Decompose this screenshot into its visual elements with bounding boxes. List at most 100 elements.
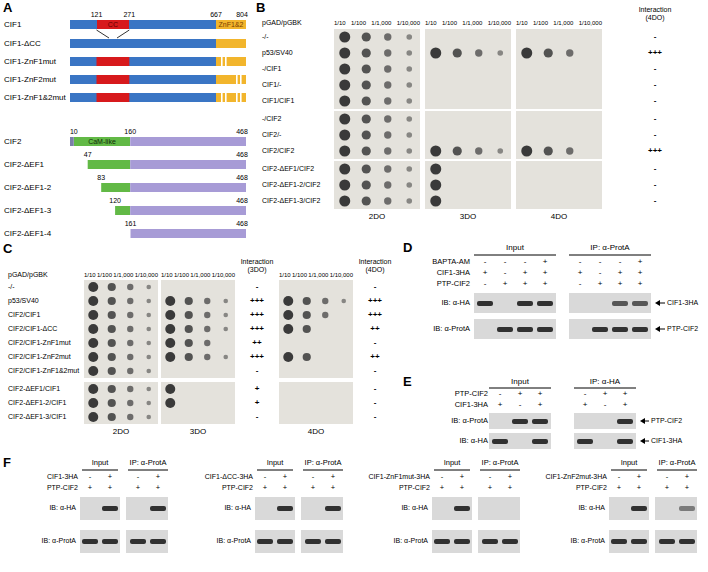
dilution-label: 1/10	[279, 272, 291, 279]
immunoblot-label: IB: α-HA	[578, 504, 605, 512]
interaction-score: -	[654, 96, 657, 105]
treatment-sign: +	[685, 473, 689, 482]
yeast-spot	[127, 368, 133, 374]
protein-band	[102, 539, 118, 544]
lane-group-bar	[303, 470, 343, 471]
immunoblot-label: IB: α-ProtA	[42, 537, 76, 545]
residue-number: 121	[91, 11, 103, 19]
treatment-sign: +	[603, 389, 608, 398]
treatment-sign: -	[504, 268, 507, 277]
protein-band	[492, 439, 508, 444]
interaction-score: -	[374, 412, 377, 421]
panel-letter: A	[3, 1, 12, 16]
protein-band	[150, 506, 166, 511]
treatment-sign: -	[312, 473, 315, 482]
protein-band	[632, 301, 648, 306]
yeast-spot	[384, 65, 391, 72]
yeast-spot	[339, 80, 350, 91]
interaction-score: +	[255, 384, 260, 393]
lane-group-bar	[657, 470, 697, 471]
cam-like-segment	[101, 183, 130, 192]
zinc-finger-segment	[216, 93, 246, 102]
treatment-label: PTP-CIF2	[437, 280, 470, 289]
construct-name: CIF2-ΔEF1-3	[4, 206, 51, 215]
treatment-sign: +	[156, 473, 160, 482]
yeast-spot	[521, 48, 532, 59]
domain-bar	[70, 20, 246, 29]
lane-group-bar	[611, 470, 647, 471]
western-blot	[478, 530, 520, 553]
arrow-line	[659, 329, 665, 330]
protein-band	[679, 506, 695, 511]
interaction-score: +++	[250, 310, 264, 319]
yeast-spot	[165, 384, 175, 394]
residue-number: 667	[210, 11, 222, 19]
yeast-spot	[88, 338, 98, 348]
yeast-spot	[88, 384, 98, 394]
yeast-spot	[362, 146, 371, 155]
protein-band	[577, 439, 593, 444]
yeast-spot	[339, 48, 350, 59]
dilution-label: 1/100	[351, 20, 366, 27]
treatment-label: CIF1-ZnF1mut-3HA	[369, 473, 430, 481]
domain-box: CC	[97, 20, 130, 29]
treatment-sign: +	[440, 484, 444, 493]
dilution-label: 1/10,000	[330, 272, 353, 279]
yeast-spot	[544, 146, 553, 155]
yeast-spot	[165, 352, 175, 362]
protein-band	[532, 419, 548, 424]
row-label: -/-	[8, 283, 15, 291]
yeast-spot	[406, 66, 412, 72]
interaction-score: -	[256, 282, 259, 291]
yeast-spot	[362, 114, 371, 123]
band-label: PTP-CIF2	[667, 325, 698, 333]
yeast-spot	[165, 398, 175, 408]
yeast-spot	[127, 400, 133, 406]
yeast-spot	[339, 180, 350, 191]
yeast-spot	[88, 366, 98, 376]
yeast-spot	[362, 32, 371, 41]
construct-name: CIF2-ΔEF1-4	[4, 229, 51, 238]
row-label: CIF2-ΔEF1-2/CIF2	[262, 181, 320, 189]
dilution-label: 1/100	[97, 272, 112, 279]
row-label: CIF2-ΔEF1/CIF2	[262, 165, 314, 173]
yeast-spot	[339, 32, 350, 43]
treatment-sign: -	[441, 473, 444, 482]
yeast-spot	[185, 325, 193, 333]
protein-band	[512, 419, 528, 424]
domain-bar	[130, 206, 246, 215]
treatment-sign: +	[543, 268, 548, 277]
immunoblot-label: IB: α-HA	[459, 437, 488, 446]
dilution-label: 1/10,000	[212, 272, 235, 279]
domain-bar	[70, 93, 246, 102]
yeast-spot	[127, 312, 133, 318]
yeast-spot	[384, 181, 391, 188]
protein-band	[277, 506, 293, 511]
yeast-spot	[339, 96, 350, 107]
dilution-label: 1/10	[161, 272, 173, 279]
interaction-score: +++	[368, 296, 382, 305]
panel-letter: F	[3, 456, 11, 471]
yeast-spot	[453, 48, 462, 57]
yeast-spot	[223, 327, 228, 332]
treatment-sign: +	[283, 473, 287, 482]
yeast-spot	[362, 96, 371, 105]
yeast-spot	[384, 165, 391, 172]
construct-name: CIF1	[4, 20, 21, 29]
yeast-spot	[146, 401, 151, 406]
agar-plate	[425, 29, 511, 109]
protein-band	[631, 506, 647, 511]
interaction-score: -	[654, 114, 657, 123]
dilution-label: 1/100	[292, 272, 307, 279]
western-blot	[301, 497, 343, 520]
interaction-score: -	[654, 164, 657, 173]
coiled-coil-segment	[97, 57, 130, 66]
treatment-sign: +	[523, 268, 528, 277]
yeast-spot	[406, 198, 412, 204]
construct-name: CIF2	[4, 137, 21, 146]
plate-label: 2DO	[369, 212, 385, 221]
yeast-spot	[88, 310, 98, 320]
row-label: CIF2-ΔEF1-3/CIF2	[262, 197, 320, 205]
yeast-spot	[127, 298, 133, 304]
arrow-line	[659, 303, 665, 304]
